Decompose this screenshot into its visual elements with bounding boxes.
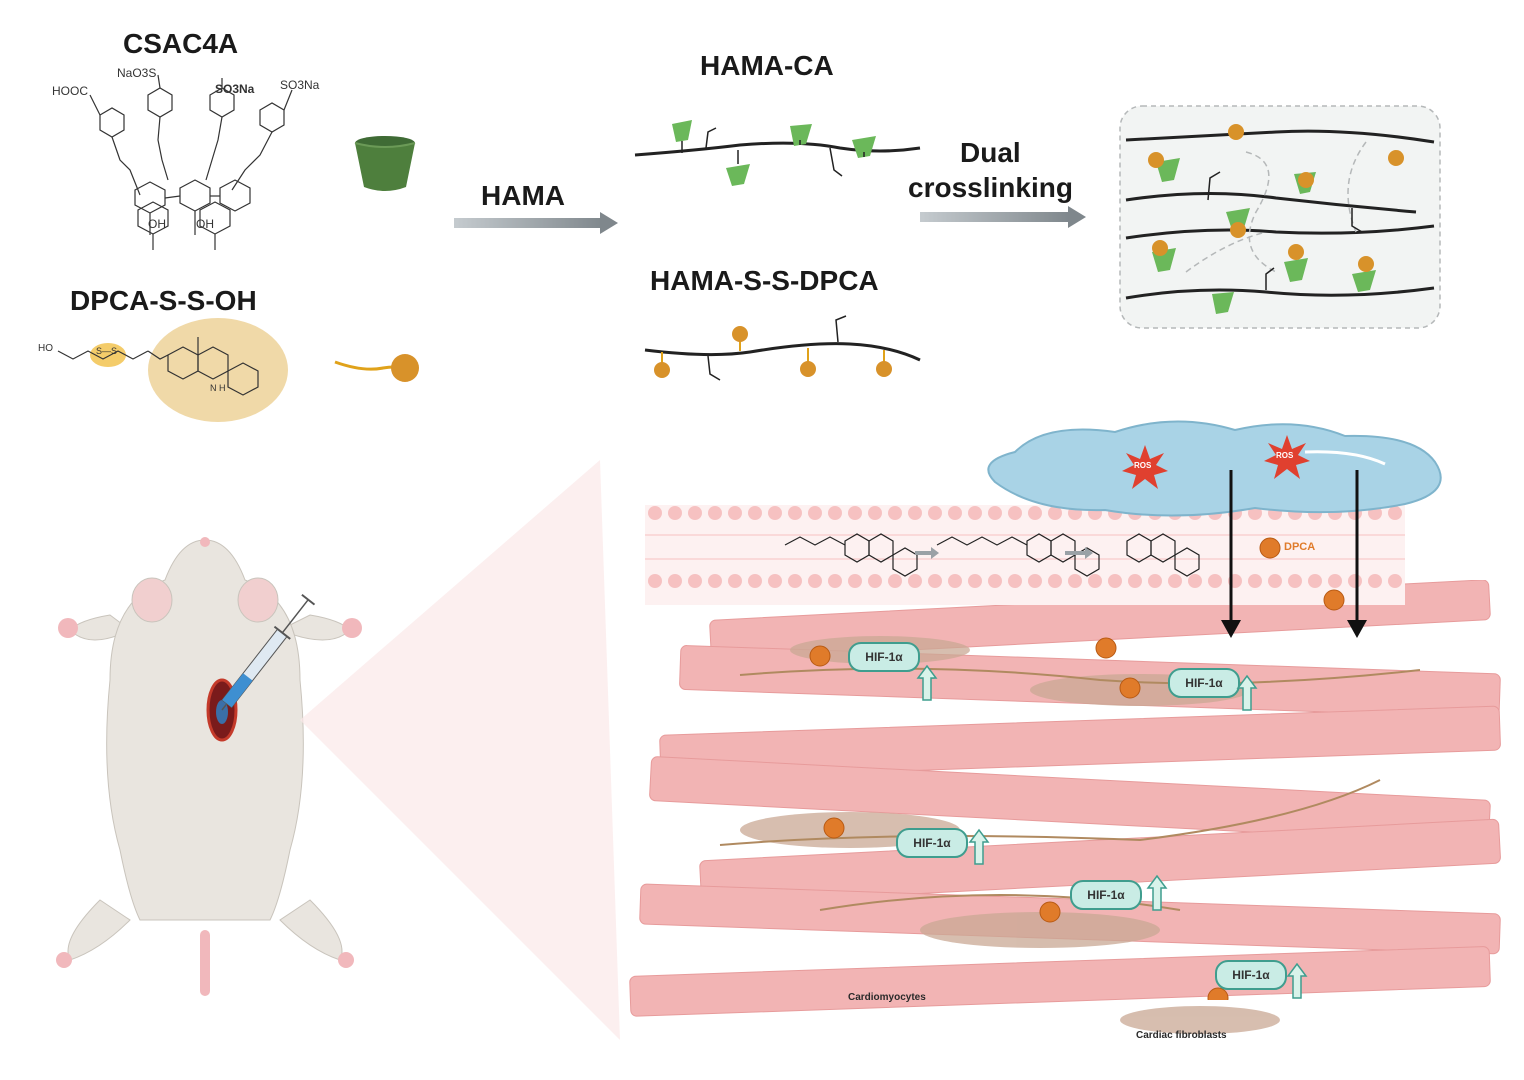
dual-label: Dual bbox=[960, 137, 1021, 168]
so3na-label-1: SO3Na bbox=[215, 82, 255, 96]
ros-burst-icon-2 bbox=[1264, 435, 1310, 479]
dpca-s-s-oh-structure bbox=[57, 318, 288, 422]
hama-ca-title: HAMA-CA bbox=[700, 50, 834, 81]
dpca-beads bbox=[809, 537, 1345, 1000]
s-s-label: S—S bbox=[96, 346, 118, 356]
hama-s-s-dpca-title: HAMA-S-S-DPCA bbox=[650, 265, 879, 296]
dpca-s-s-oh-title: DPCA-S-S-OH bbox=[70, 285, 257, 316]
cavitand-cup-icon bbox=[354, 136, 416, 191]
hif-badge-5: HIF-1α bbox=[1215, 960, 1287, 990]
so3na-label-2: SO3Na bbox=[280, 78, 320, 92]
crosslinking-arrow bbox=[920, 206, 1086, 228]
crosslinking-label: crosslinking bbox=[908, 172, 1073, 203]
cardiomyocytes-label: Cardiomyocytes bbox=[848, 992, 926, 1003]
oh-label-2: OH bbox=[196, 217, 214, 231]
csac4a-structure bbox=[89, 74, 293, 250]
ros-label-1: ROS bbox=[1134, 461, 1152, 470]
dpca-bead-icon bbox=[334, 354, 419, 382]
hif-badge-2: HIF-1α bbox=[1168, 668, 1240, 698]
hama-arrow-label: HAMA bbox=[481, 180, 565, 211]
ros-label-2: ROS bbox=[1276, 451, 1294, 460]
hama-arrow bbox=[454, 212, 618, 234]
hama-ca-chain bbox=[634, 120, 921, 186]
upregulation-arrows bbox=[916, 664, 1308, 999]
release-arrows bbox=[1221, 470, 1367, 638]
magnification-cone bbox=[300, 460, 620, 1040]
hydrogel-network bbox=[1119, 105, 1441, 329]
mouse-illustration bbox=[56, 537, 362, 996]
hif-badge-3: HIF-1α bbox=[896, 828, 968, 858]
hooc-label: HOOC bbox=[52, 84, 88, 98]
hydrogel-cloud bbox=[987, 420, 1442, 517]
dpca-label: DPCA bbox=[1284, 541, 1316, 553]
cardiac-fibroblasts-label: Cardiac fibroblasts bbox=[1136, 1030, 1227, 1041]
naso3s-label: NaO3S bbox=[117, 66, 157, 80]
nh-label: N H bbox=[210, 383, 226, 393]
hif-badge-4: HIF-1α bbox=[1070, 880, 1142, 910]
ros-burst-icon-1 bbox=[1122, 445, 1168, 489]
ho-label: HO bbox=[38, 343, 53, 354]
hama-s-s-dpca-chain bbox=[644, 315, 921, 381]
csac4a-title: CSAC4A bbox=[123, 28, 239, 59]
oh-label-1: OH bbox=[148, 217, 166, 231]
hif-badge-1: HIF-1α bbox=[848, 642, 920, 672]
